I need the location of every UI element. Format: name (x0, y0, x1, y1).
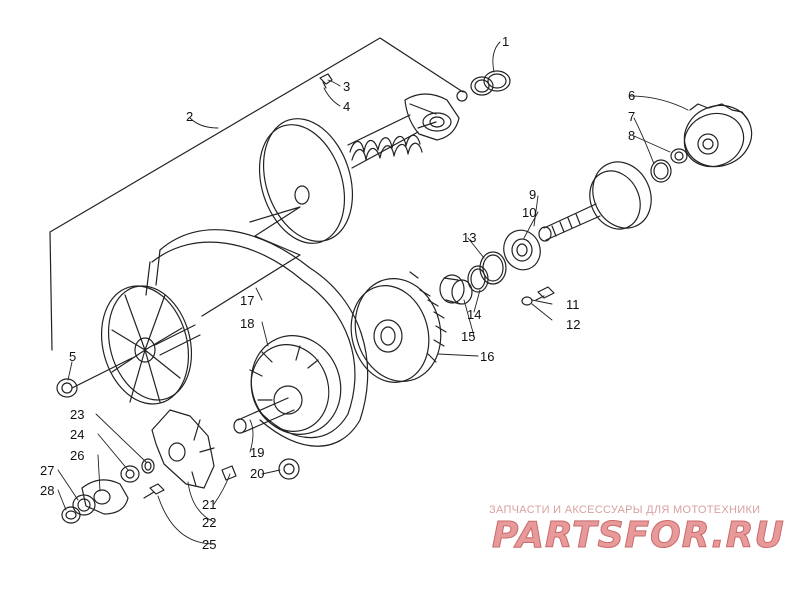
assembly-bracket-line (49, 37, 464, 351)
callout-21: 21 (202, 497, 216, 512)
seal-part (72, 494, 96, 516)
leader-lines (57, 41, 689, 545)
callout-7: 7 (628, 109, 635, 124)
callout-16: 16 (480, 349, 494, 364)
spring-part (347, 114, 423, 169)
shaft-drum-part (538, 161, 652, 242)
callout-15: 15 (461, 329, 475, 344)
washer-part (650, 159, 672, 183)
callout-20: 20 (250, 466, 264, 481)
callout-27: 27 (40, 463, 54, 478)
cam-arm-part (404, 93, 460, 141)
plate-part (81, 479, 129, 515)
callout-4: 4 (343, 99, 350, 114)
callout-12: 12 (566, 317, 580, 332)
callout-19: 19 (250, 445, 264, 460)
callout-14: 14 (467, 307, 481, 322)
ring-part (467, 251, 507, 293)
callout-17: 17 (240, 293, 254, 308)
callout-6: 6 (628, 88, 635, 103)
spacer-part (439, 274, 473, 305)
callout-22: 22 (202, 515, 216, 530)
callout-11: 11 (566, 297, 580, 312)
callout-25: 25 (202, 537, 216, 552)
callout-26: 26 (70, 448, 84, 463)
clip-part (221, 465, 237, 481)
bolt-part (535, 286, 555, 301)
callout-13: 13 (462, 230, 476, 245)
callout-18: 18 (240, 316, 254, 331)
callout-28: 28 (40, 483, 54, 498)
clip-part (319, 73, 333, 89)
nut-part (120, 465, 140, 483)
callout-5: 5 (69, 349, 76, 364)
callout-3: 3 (343, 79, 350, 94)
spoked-sheave-part (71, 285, 201, 405)
nut-part (56, 378, 78, 398)
bushing-part (278, 458, 300, 480)
callout-9: 9 (529, 187, 536, 202)
watermark-logo: PARTSFOR.RU (492, 515, 785, 557)
callout-8: 8 (628, 128, 635, 143)
washer-part (141, 458, 155, 474)
drive-clutch-part (249, 335, 342, 435)
watermark-tagline: ЗАПЧАСТИ И АКСЕССУАРЫ ДЛЯ МОТОТЕХНИКИ (489, 504, 761, 516)
bolt-part (143, 483, 165, 499)
driven-sheave-disc (258, 118, 354, 244)
callout-24: 24 (70, 427, 84, 442)
bearing-part (503, 229, 541, 271)
spider-part (151, 409, 215, 489)
callout-2: 2 (186, 109, 193, 124)
callout-labels: 1 2 3 4 5 6 7 8 9 10 13 14 15 16 11 12 1… (40, 34, 635, 552)
seal-part (61, 506, 81, 524)
callout-1: 1 (502, 34, 509, 49)
clutch-housing-part (683, 103, 753, 168)
callout-23: 23 (70, 407, 84, 422)
o-ring-part (456, 70, 511, 102)
drive-belt-part (145, 229, 369, 447)
small-washer-part (521, 296, 533, 306)
callout-10: 10 (522, 205, 536, 220)
assembly-bracket-line (201, 206, 301, 317)
nut-part (670, 148, 688, 164)
fixed-sheave-part (350, 271, 447, 383)
